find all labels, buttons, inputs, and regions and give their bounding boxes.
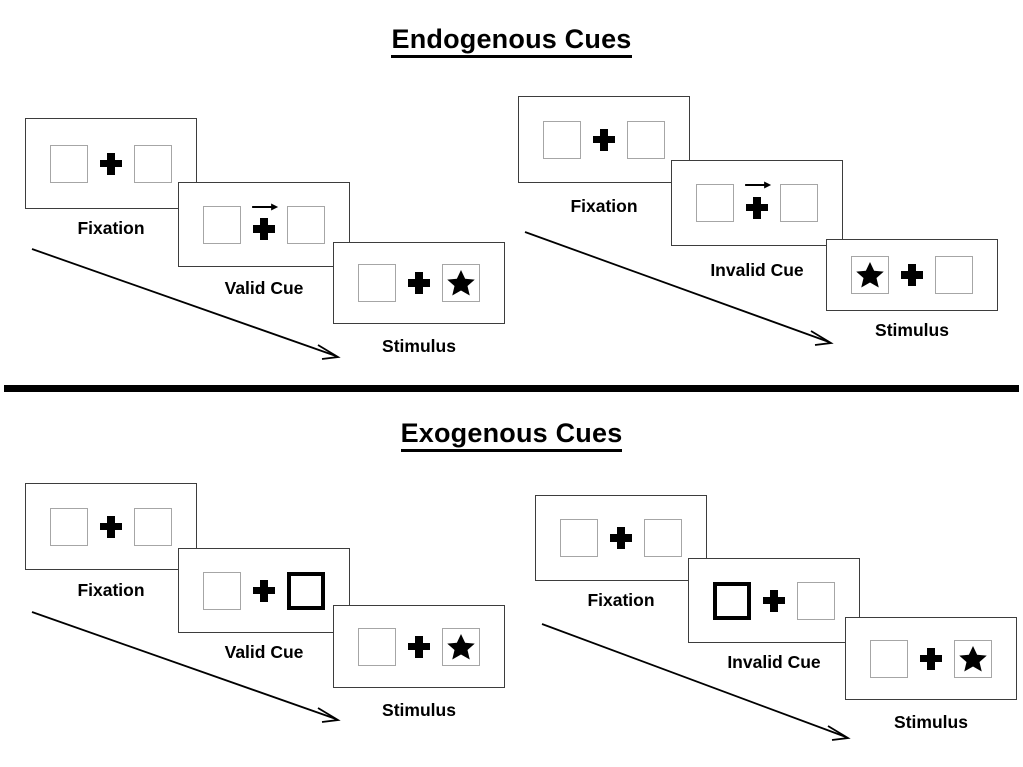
box-right (644, 519, 682, 557)
fixation-cross-wrap (241, 569, 287, 613)
plus-cross-icon (901, 264, 923, 286)
box-right (287, 205, 325, 244)
box-right (134, 144, 172, 183)
diagonal-time-arrow-icon (524, 231, 834, 346)
box-left (203, 571, 241, 610)
fixation-cross-wrap (889, 253, 935, 297)
star-icon (447, 633, 475, 659)
panel-label-fixation: Fixation (77, 218, 145, 238)
plus-cross-icon (253, 579, 275, 602)
panel-exogenous-invalid-fixation (535, 495, 707, 581)
plus-cross-icon (408, 635, 430, 658)
box-right-target (442, 627, 480, 666)
plus-cross-icon (920, 647, 942, 670)
fixation-cross-wrap (396, 625, 442, 669)
section-title-endogenous: Endogenous Cues (0, 24, 1023, 58)
fixation-cross-wrap (396, 261, 442, 305)
box-right (780, 184, 818, 222)
panel-exogenous-valid-stimulus (333, 605, 505, 688)
plus-cross-icon (763, 589, 785, 612)
panel-endogenous-valid-cue (178, 182, 350, 267)
box-right (627, 120, 665, 159)
diagonal-time-arrow-icon (31, 248, 341, 360)
panel-label-stimulus: Stimulus (894, 712, 968, 732)
panel-label-fixation: Fixation (77, 580, 145, 600)
panel-label-invalid-cue: Invalid Cue (710, 260, 804, 280)
panel-label-invalid-cue: Invalid Cue (727, 652, 821, 672)
box-left (543, 120, 581, 159)
panel-endogenous-invalid-cue (671, 160, 843, 246)
box-left (560, 519, 598, 557)
box-right-target (954, 639, 992, 678)
box-right-target (442, 264, 480, 302)
panel-endogenous-valid-stimulus (333, 242, 505, 324)
panel-exogenous-valid-cue (178, 548, 350, 633)
fixation-cross-wrap (908, 637, 954, 681)
panel-label-valid-cue: Valid Cue (224, 278, 304, 298)
panel-label-stimulus: Stimulus (382, 336, 456, 356)
section-title-endogenous-text: Endogenous Cues (391, 24, 632, 58)
box-left (358, 264, 396, 302)
panel-label-stimulus: Stimulus (382, 700, 456, 720)
plus-cross-icon (746, 196, 768, 219)
fixation-cross-wrap (241, 203, 287, 247)
plus-cross-icon (610, 527, 632, 549)
star-icon (856, 262, 884, 288)
panel-label-fixation: Fixation (587, 590, 655, 610)
diagonal-time-arrow-icon (541, 623, 851, 741)
box-left-cued (713, 581, 751, 620)
diagonal-time-arrow-icon (31, 611, 341, 723)
box-right-cued (287, 571, 325, 610)
section-title-exogenous-text: Exogenous Cues (400, 418, 623, 452)
panel-exogenous-invalid-stimulus (845, 617, 1017, 700)
fixation-cross-wrap (751, 579, 797, 623)
box-left (203, 205, 241, 244)
box-left-target (851, 256, 889, 294)
panel-endogenous-invalid-fixation (518, 96, 690, 183)
fixation-cross-wrap (88, 505, 134, 549)
box-right (134, 507, 172, 546)
fixation-cross-wrap (88, 142, 134, 186)
plus-cross-icon (100, 152, 122, 175)
fixation-cross-wrap (734, 181, 780, 225)
section-divider (4, 385, 1019, 392)
box-right (797, 581, 835, 620)
plus-cross-icon (593, 128, 615, 151)
fixation-cross-wrap (581, 118, 627, 162)
section-title-exogenous: Exogenous Cues (0, 418, 1023, 452)
plus-cross-icon (100, 515, 122, 538)
panel-exogenous-valid-fixation (25, 483, 197, 570)
arrow-right-icon (745, 181, 772, 189)
box-left (50, 507, 88, 546)
box-left (358, 627, 396, 666)
panel-label-stimulus: Stimulus (875, 320, 949, 340)
box-right (935, 256, 973, 294)
panel-label-valid-cue: Valid Cue (224, 642, 304, 662)
box-left (50, 144, 88, 183)
arrow-right-icon (252, 203, 279, 210)
panel-exogenous-invalid-cue (688, 558, 860, 643)
panel-endogenous-valid-fixation (25, 118, 197, 209)
plus-cross-icon (253, 218, 275, 240)
star-icon (447, 270, 475, 296)
star-icon (959, 645, 987, 671)
panel-endogenous-invalid-stimulus (826, 239, 998, 311)
box-left (696, 184, 734, 222)
plus-cross-icon (408, 272, 430, 294)
panel-label-fixation: Fixation (570, 196, 638, 216)
fixation-cross-wrap (598, 516, 644, 560)
box-left (870, 639, 908, 678)
